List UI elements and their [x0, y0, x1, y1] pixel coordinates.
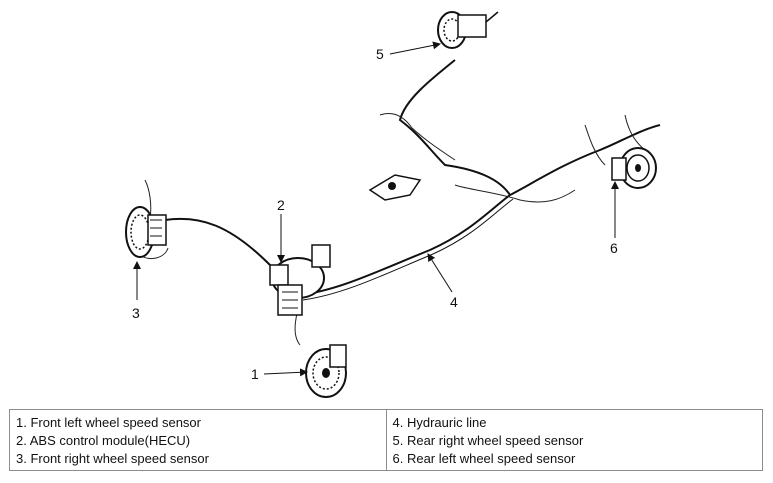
front-right-wheel-assembly [125, 206, 167, 258]
callout-2: 2 [277, 197, 285, 213]
front-left-wheel-assembly [305, 344, 347, 398]
legend-item-1: 1. Front left wheel speed sensor [16, 415, 201, 430]
callout-5: 5 [376, 46, 384, 62]
abs-control-module [269, 244, 331, 316]
legend-item-2: 2. ABS control module(HECU) [16, 433, 191, 448]
hydraulic-line [164, 59, 661, 301]
legend-item-6: 6. Rear left wheel speed sensor [392, 451, 576, 466]
brake-system-diagram: 1 2 3 4 5 6 [125, 11, 661, 398]
callout-6: 6 [610, 240, 618, 256]
callout-3: 3 [132, 305, 140, 321]
legend-column-left: 1. Front left wheel speed sensor 2. ABS … [10, 410, 386, 470]
legend-item-5: 5. Rear right wheel speed sensor [392, 433, 584, 448]
rear-axle-bracket [368, 174, 422, 201]
callout-4: 4 [450, 294, 458, 310]
callout-1: 1 [251, 366, 259, 382]
rear-right-wheel-assembly [437, 11, 499, 49]
legend-item-4: 4. Hydrauric line [392, 415, 487, 430]
legend-column-right: 4. Hydrauric line 5. Rear right wheel sp… [385, 410, 763, 470]
legend-table: 1. Front left wheel speed sensor 2. ABS … [9, 409, 763, 471]
legend-item-3: 3. Front right wheel speed sensor [16, 451, 209, 466]
sensor-wiring [139, 113, 646, 346]
callout-leaders [133, 41, 619, 377]
rear-left-wheel-assembly [611, 147, 657, 189]
